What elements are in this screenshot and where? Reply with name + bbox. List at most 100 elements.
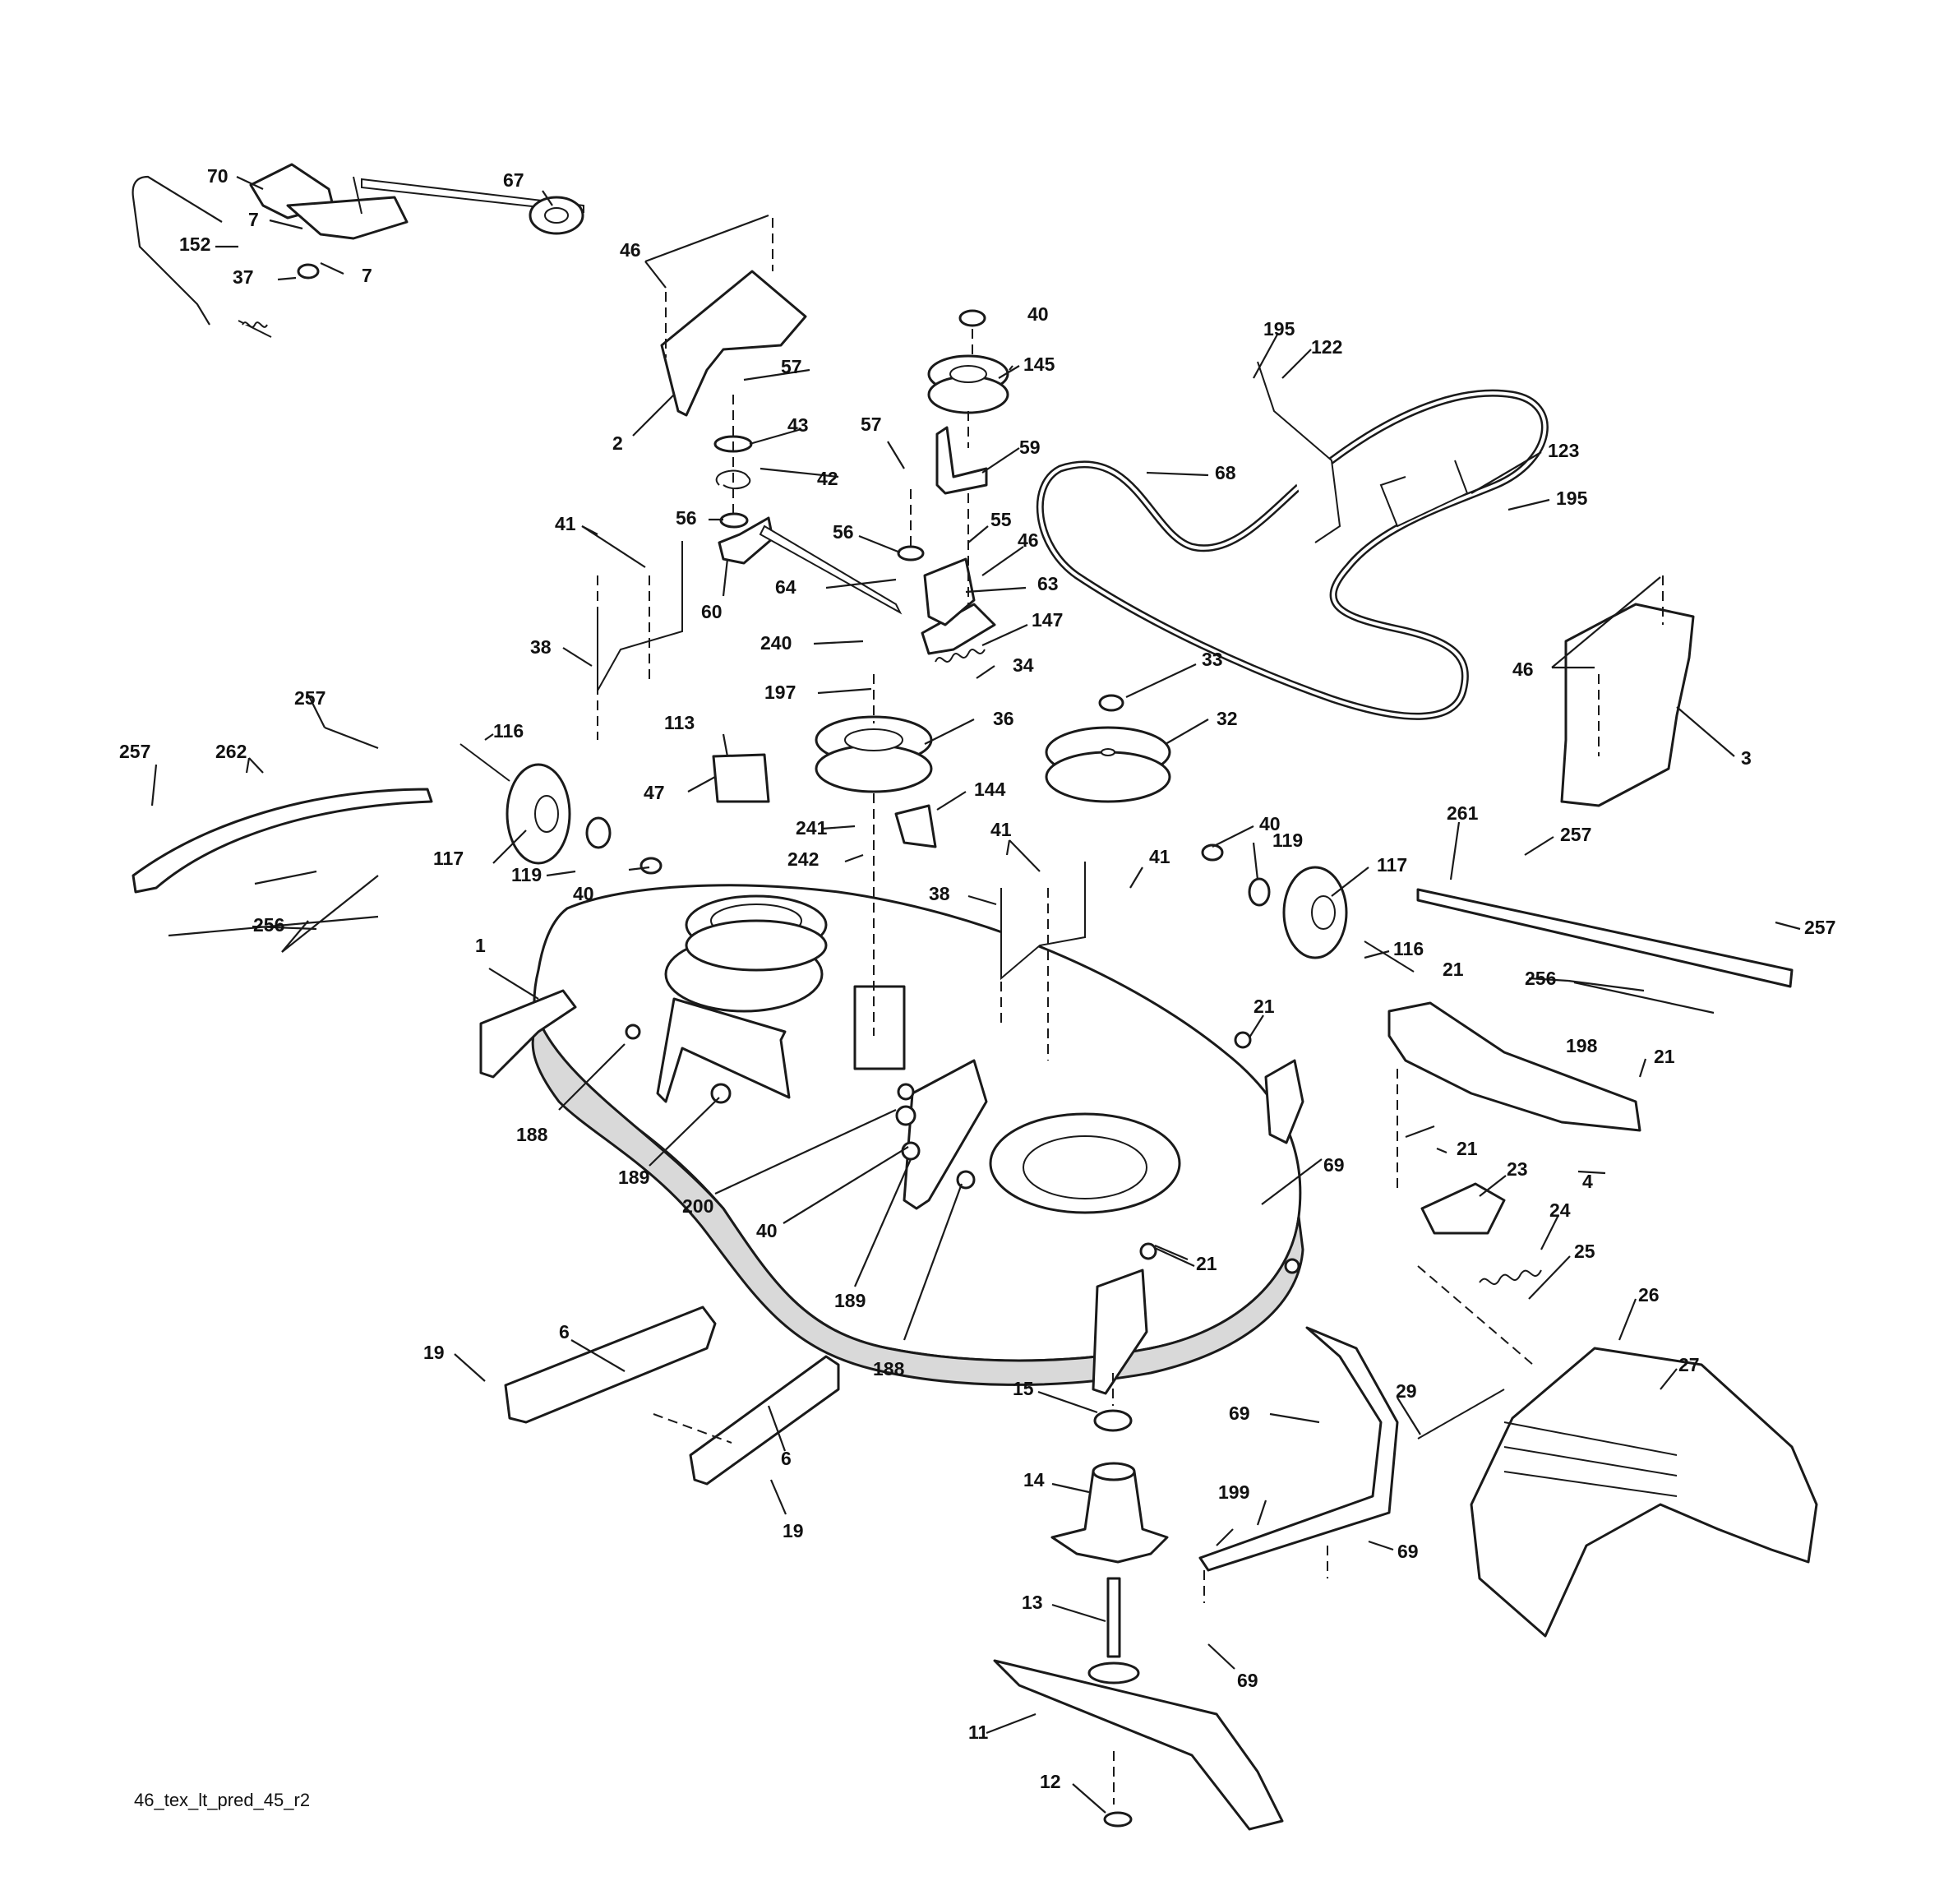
callout-labels: 70 67 7 7 152 37 46 2 57 43 42 56 60 64 … [119,165,1835,1792]
callout-29: 29 [1396,1380,1417,1402]
chute-ribs [1503,1421,1678,1497]
spindle-assembly [1050,1409,1169,1684]
callout-55: 55 [990,509,1012,530]
callout-69: 69 [1229,1403,1250,1424]
callout-199: 199 [1218,1481,1249,1503]
callout-21: 21 [1457,1138,1478,1159]
callout-38: 38 [929,883,950,904]
gauge-wheel-117-left [459,743,663,875]
belt-guide-123 [1379,460,1469,528]
callout-21: 21 [1443,959,1464,980]
callout-116: 116 [493,720,524,742]
mounting-plate-6-upper [504,1306,717,1424]
callout-152: 152 [179,233,210,255]
callout-119: 119 [511,864,542,885]
callout-47: 47 [644,782,665,803]
callout-119: 119 [1272,830,1303,851]
callout-40: 40 [756,1220,778,1241]
callout-25: 25 [1574,1241,1595,1262]
callout-188: 188 [873,1358,905,1379]
callout-257: 257 [1560,824,1591,845]
alignment-dashes [597,218,1664,1805]
callout-7: 7 [248,209,259,230]
spring-147 [935,649,986,663]
callout-15: 15 [1013,1378,1034,1399]
callout-6: 6 [781,1448,792,1469]
callout-2: 2 [612,432,623,454]
callout-24: 24 [1549,1199,1571,1221]
callout-59: 59 [1019,437,1041,458]
discharge-shield-198 [1387,1001,1641,1132]
idler-bracket-55 [923,557,976,626]
callout-3: 3 [1741,747,1752,769]
idler-arm-assembly [713,435,996,655]
callout-197: 197 [764,682,796,703]
callout-113: 113 [664,712,695,733]
callout-14: 14 [1023,1469,1045,1490]
callout-1: 1 [475,935,486,956]
callout-21: 21 [1196,1253,1217,1274]
callout-195: 195 [1556,488,1588,509]
callout-32: 32 [1217,708,1238,729]
mower-blade [993,1659,1284,1831]
spring-25 [1479,1269,1542,1285]
callout-41: 41 [990,819,1012,840]
callout-69: 69 [1397,1541,1419,1562]
callout-189: 189 [618,1167,649,1188]
callout-63: 63 [1037,573,1059,594]
callout-123: 123 [1548,440,1579,461]
belt-shield-right [1560,603,1695,807]
mounting-bracket-261 [1416,888,1794,988]
callout-46: 46 [620,239,641,261]
callout-38: 38 [530,636,552,658]
nut-40-top [958,309,986,327]
callout-60: 60 [701,601,723,622]
callout-41: 41 [555,513,576,534]
nut-33 [1098,694,1124,712]
callout-117: 117 [433,848,464,869]
callout-241: 241 [796,817,828,839]
callout-256: 256 [1525,968,1556,989]
callout-256: 256 [253,914,284,936]
callout-257: 257 [1804,917,1835,938]
callout-46: 46 [1018,529,1039,551]
callout-69: 69 [1237,1670,1258,1691]
callout-21: 21 [1254,996,1275,1017]
callout-189: 189 [834,1290,866,1311]
callout-198: 198 [1566,1035,1598,1056]
callout-242: 242 [787,848,819,870]
lift-linkage-assembly [132,163,584,338]
mower-deck-housing [479,884,1304,1395]
callout-57: 57 [781,356,802,377]
belt-shield-front [660,270,807,417]
callout-42: 42 [817,468,838,489]
callout-69: 69 [1323,1154,1345,1176]
deflector-bracket-199 [1198,1326,1399,1572]
idler-pulley-36 [815,715,933,793]
callout-19: 19 [783,1520,804,1541]
callout-41: 41 [1149,846,1170,867]
callout-145: 145 [1023,354,1055,375]
blade-bolt-12 [1103,1811,1133,1828]
callout-147: 147 [1032,609,1063,631]
callout-6: 6 [559,1321,570,1343]
callout-68: 68 [1215,462,1236,483]
callout-56: 56 [676,507,697,529]
callout-37: 37 [233,266,254,288]
bracket-47 [712,753,770,803]
callout-188: 188 [516,1124,548,1145]
idler-bracket-59 [935,426,988,495]
callout-122: 122 [1311,336,1342,358]
idler-pulley-145 [927,354,1009,414]
deck-v-belt [1036,389,1549,720]
idler-bracket-144 [894,804,937,848]
callout-11: 11 [968,1721,989,1743]
callout-117: 117 [1377,854,1407,876]
callout-200: 200 [682,1195,713,1217]
callout-64: 64 [775,576,796,598]
callout-21: 21 [1654,1046,1675,1067]
callout-12: 12 [1040,1771,1061,1792]
mounting-bracket-262 [132,788,433,894]
callout-57: 57 [861,414,882,435]
